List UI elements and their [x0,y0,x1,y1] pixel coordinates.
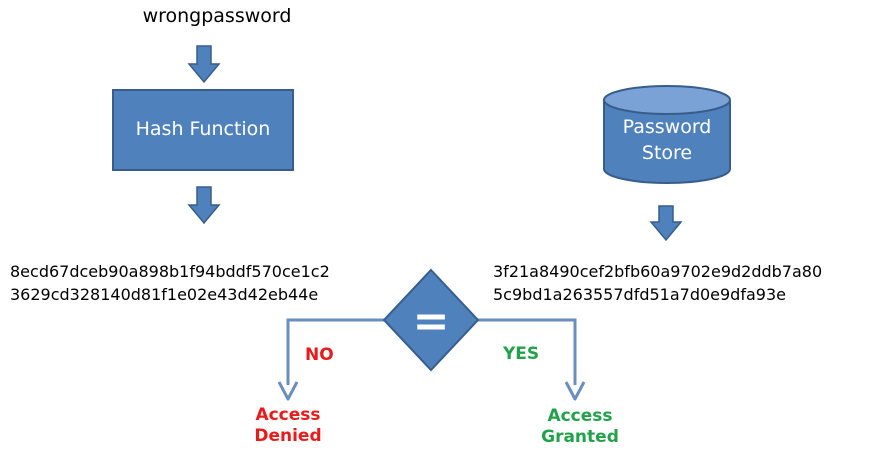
equals-symbol: = [413,296,450,347]
database-icon [603,85,731,184]
down-arrow-icon [187,45,221,84]
down-arrow-icon [649,205,683,242]
stored-hash-line1: 3f21a8490cef2bfb60a9702e9d2ddb7a80 [493,262,823,281]
input-password-text: wrongpassword [142,5,292,27]
access-denied-line1: Access [255,405,321,425]
stored-hash-line2: 5c9bd1a263557dfd51a7d0e9dfa93e [493,285,786,304]
yes-branch-line [477,318,577,385]
no-branch-arrowhead-icon [277,381,299,401]
yes-branch-label: YES [503,344,540,364]
computed-hash-line2: 3629cd328140d81f1e02e43d42eb44e [10,285,319,304]
password-store-line1: Password [622,116,712,138]
hash-function-box [112,89,294,171]
computed-hash-text: 8ecd67dceb90a898b1f94bddf570ce1c2 3629cd… [10,260,330,306]
no-branch-label: NO [305,345,334,365]
hash-function-label: Hash Function [135,118,271,140]
decision-diamond [382,268,480,372]
password-store-line2: Store [641,142,693,164]
computed-hash-line1: 8ecd67dceb90a898b1f94bddf570ce1c2 [10,262,330,281]
down-arrow-icon [187,186,221,225]
access-denied-line2: Denied [254,426,322,446]
yes-branch-arrowhead-icon [564,381,586,401]
access-denied-label: Access Denied [238,405,338,447]
stored-hash-text: 3f21a8490cef2bfb60a9702e9d2ddb7a80 5c9bd… [493,260,822,306]
access-granted-line1: Access [547,406,613,426]
access-granted-label: Access Granted [530,406,630,448]
no-branch-line [286,318,385,385]
access-granted-line2: Granted [541,427,619,447]
password-store-label: Password Store [604,114,730,166]
